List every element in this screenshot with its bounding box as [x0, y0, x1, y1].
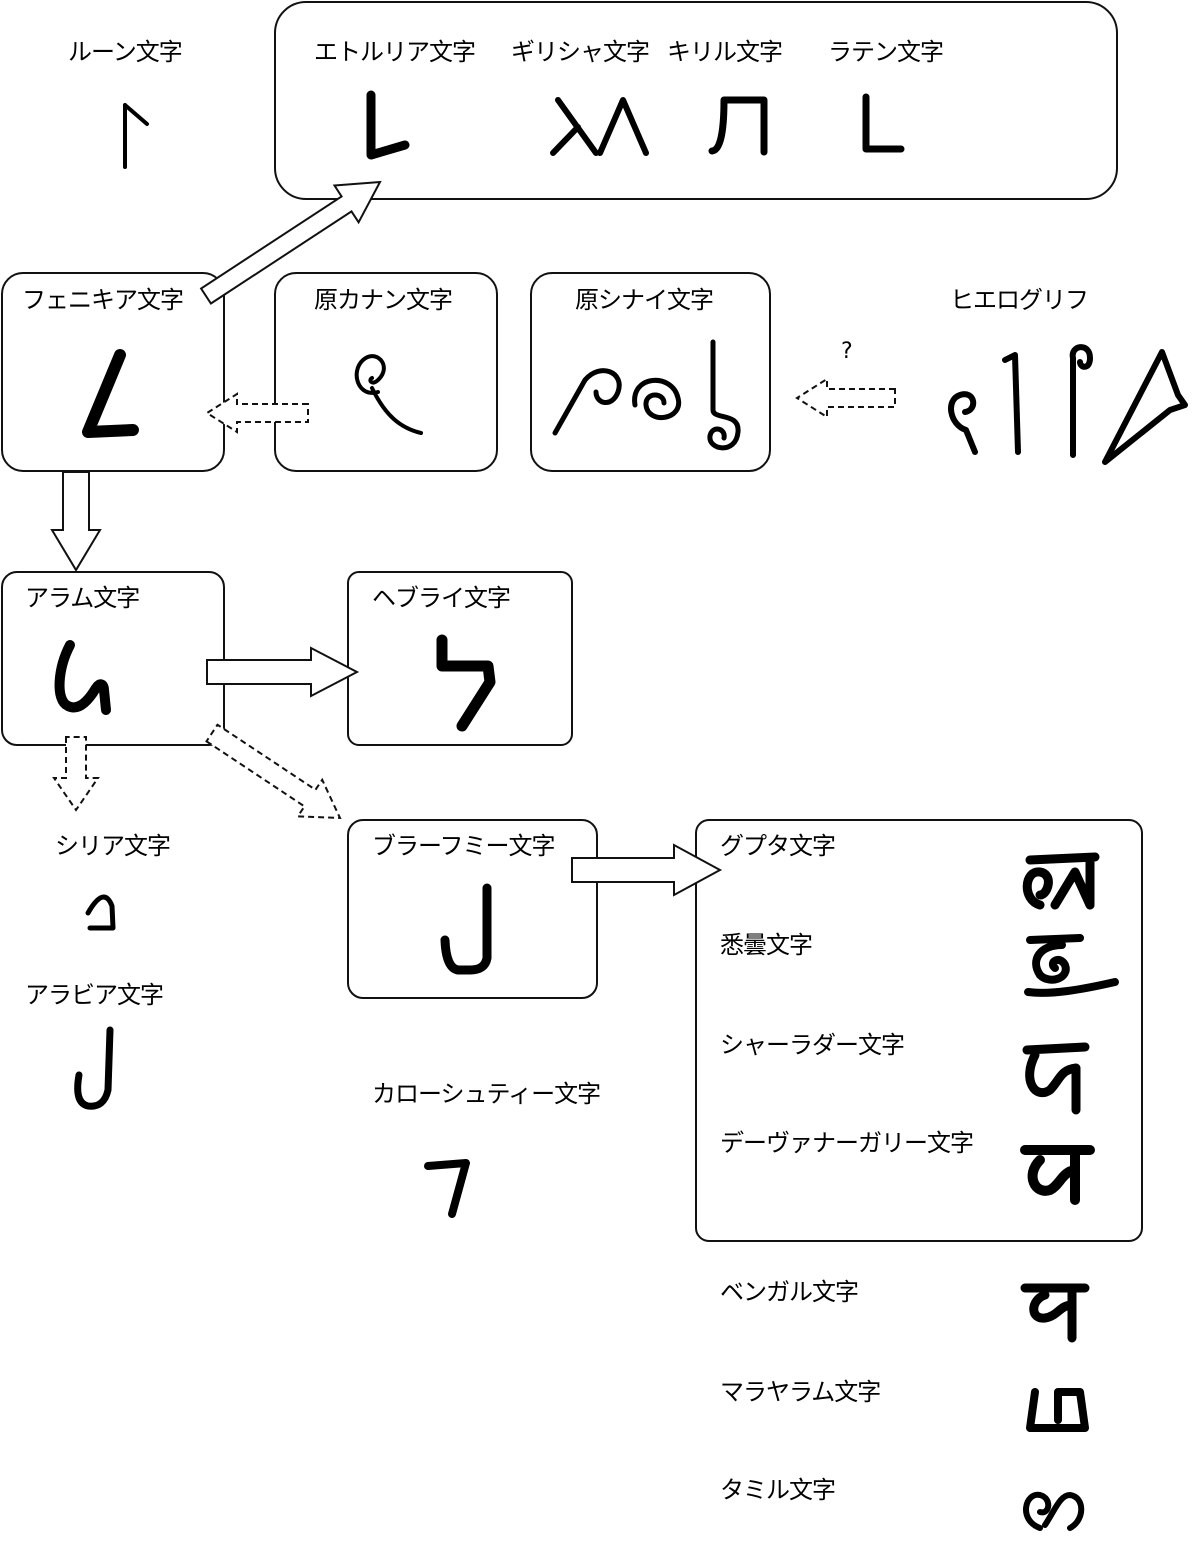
proto-canaanite-box: [274, 272, 498, 472]
arrow-phoenician-to-aramaic: [50, 471, 102, 572]
phoenician-box: [1, 272, 225, 472]
label-brahmi: ブラーフミー文字: [372, 832, 556, 860]
proto-canaanite-glyph: [354, 354, 423, 435]
hebrew-box: [347, 571, 573, 746]
label-proto-canaanite: 原カナン文字: [314, 286, 453, 314]
tamil-glyph: [1023, 1491, 1085, 1531]
label-latin: ラテン文字: [828, 38, 944, 66]
arrow-aramaic-to-hebrew: [206, 646, 360, 698]
malayalam-glyph: [1026, 1388, 1089, 1432]
runic-glyph: [123, 103, 149, 169]
label-etruscan: エトルリア文字: [314, 38, 476, 66]
label-syriac: シリア文字: [55, 832, 171, 860]
label-gupta: グプタ文字: [720, 832, 836, 860]
western-scripts-group: [274, 1, 1118, 200]
label-bengali: ベンガル文字: [720, 1278, 859, 1306]
cyrillic-glyph: [708, 96, 768, 156]
label-sharada: シャーラダー文字: [720, 1031, 905, 1059]
label-kharosthi: カローシュティー文字: [372, 1080, 601, 1108]
devanagari-glyph: [1020, 1145, 1095, 1205]
gupta-family-box: [695, 819, 1143, 1242]
label-phoenician: フェニキア文字: [22, 286, 184, 314]
label-devanagari: デーヴァナーガリー文字: [720, 1129, 974, 1157]
label-runic: ルーン文字: [68, 38, 183, 66]
hieroglyph-glyphs: [948, 344, 1188, 465]
label-proto-sinaitic: 原シナイ文字: [575, 286, 714, 314]
etruscan-glyph: [366, 90, 410, 160]
sharada-glyph: [1022, 1042, 1090, 1115]
aramaic-glyph: [54, 640, 111, 715]
latin-glyph: [862, 93, 905, 153]
proto-sinaitic-box: [530, 272, 771, 472]
syriac-glyph: [85, 894, 116, 931]
label-malayalam: マラヤラム文字: [720, 1378, 881, 1406]
arrow-brahmi-to-gupta: [571, 843, 723, 897]
arrow-aramaic-to-syriac: [52, 736, 100, 812]
label-aramaic: アラム文字: [25, 584, 140, 612]
label-tamil: タミル文字: [720, 1476, 836, 1504]
label-hieroglyph: ヒエログリフ: [950, 286, 1089, 314]
siddham-glyph: [1024, 934, 1119, 997]
bengali-glyph: [1020, 1283, 1090, 1343]
arabic-glyph: [74, 1026, 114, 1110]
arrow-canaanite-to-phoenician: [205, 392, 309, 434]
label-siddham: 悉曇文字: [720, 931, 813, 959]
label-cyrillic: キリル文字: [667, 38, 783, 66]
arrow-hieroglyph-to-sinaitic: [795, 377, 896, 419]
phoenician-glyph: [82, 349, 139, 438]
kharosthi-glyph: [424, 1159, 470, 1218]
hebrew-glyph: [436, 634, 496, 732]
brahmi-box: [347, 819, 598, 999]
label-arabic: アラビア文字: [25, 981, 164, 1009]
proto-sinaitic-glyphs: [552, 339, 741, 451]
arrow-aramaic-to-brahmi: [205, 723, 342, 820]
gupta-glyph: [1022, 852, 1100, 910]
brahmi-glyph: [440, 883, 492, 975]
aramaic-box: [1, 571, 225, 746]
greek-glyphs: [550, 97, 649, 156]
arrow-phoenician-to-western: [199, 180, 382, 305]
label-greek: ギリシャ文字: [511, 38, 650, 66]
label-hebrew: ヘブライ文字: [372, 584, 511, 612]
question-mark: ?: [841, 339, 853, 364]
